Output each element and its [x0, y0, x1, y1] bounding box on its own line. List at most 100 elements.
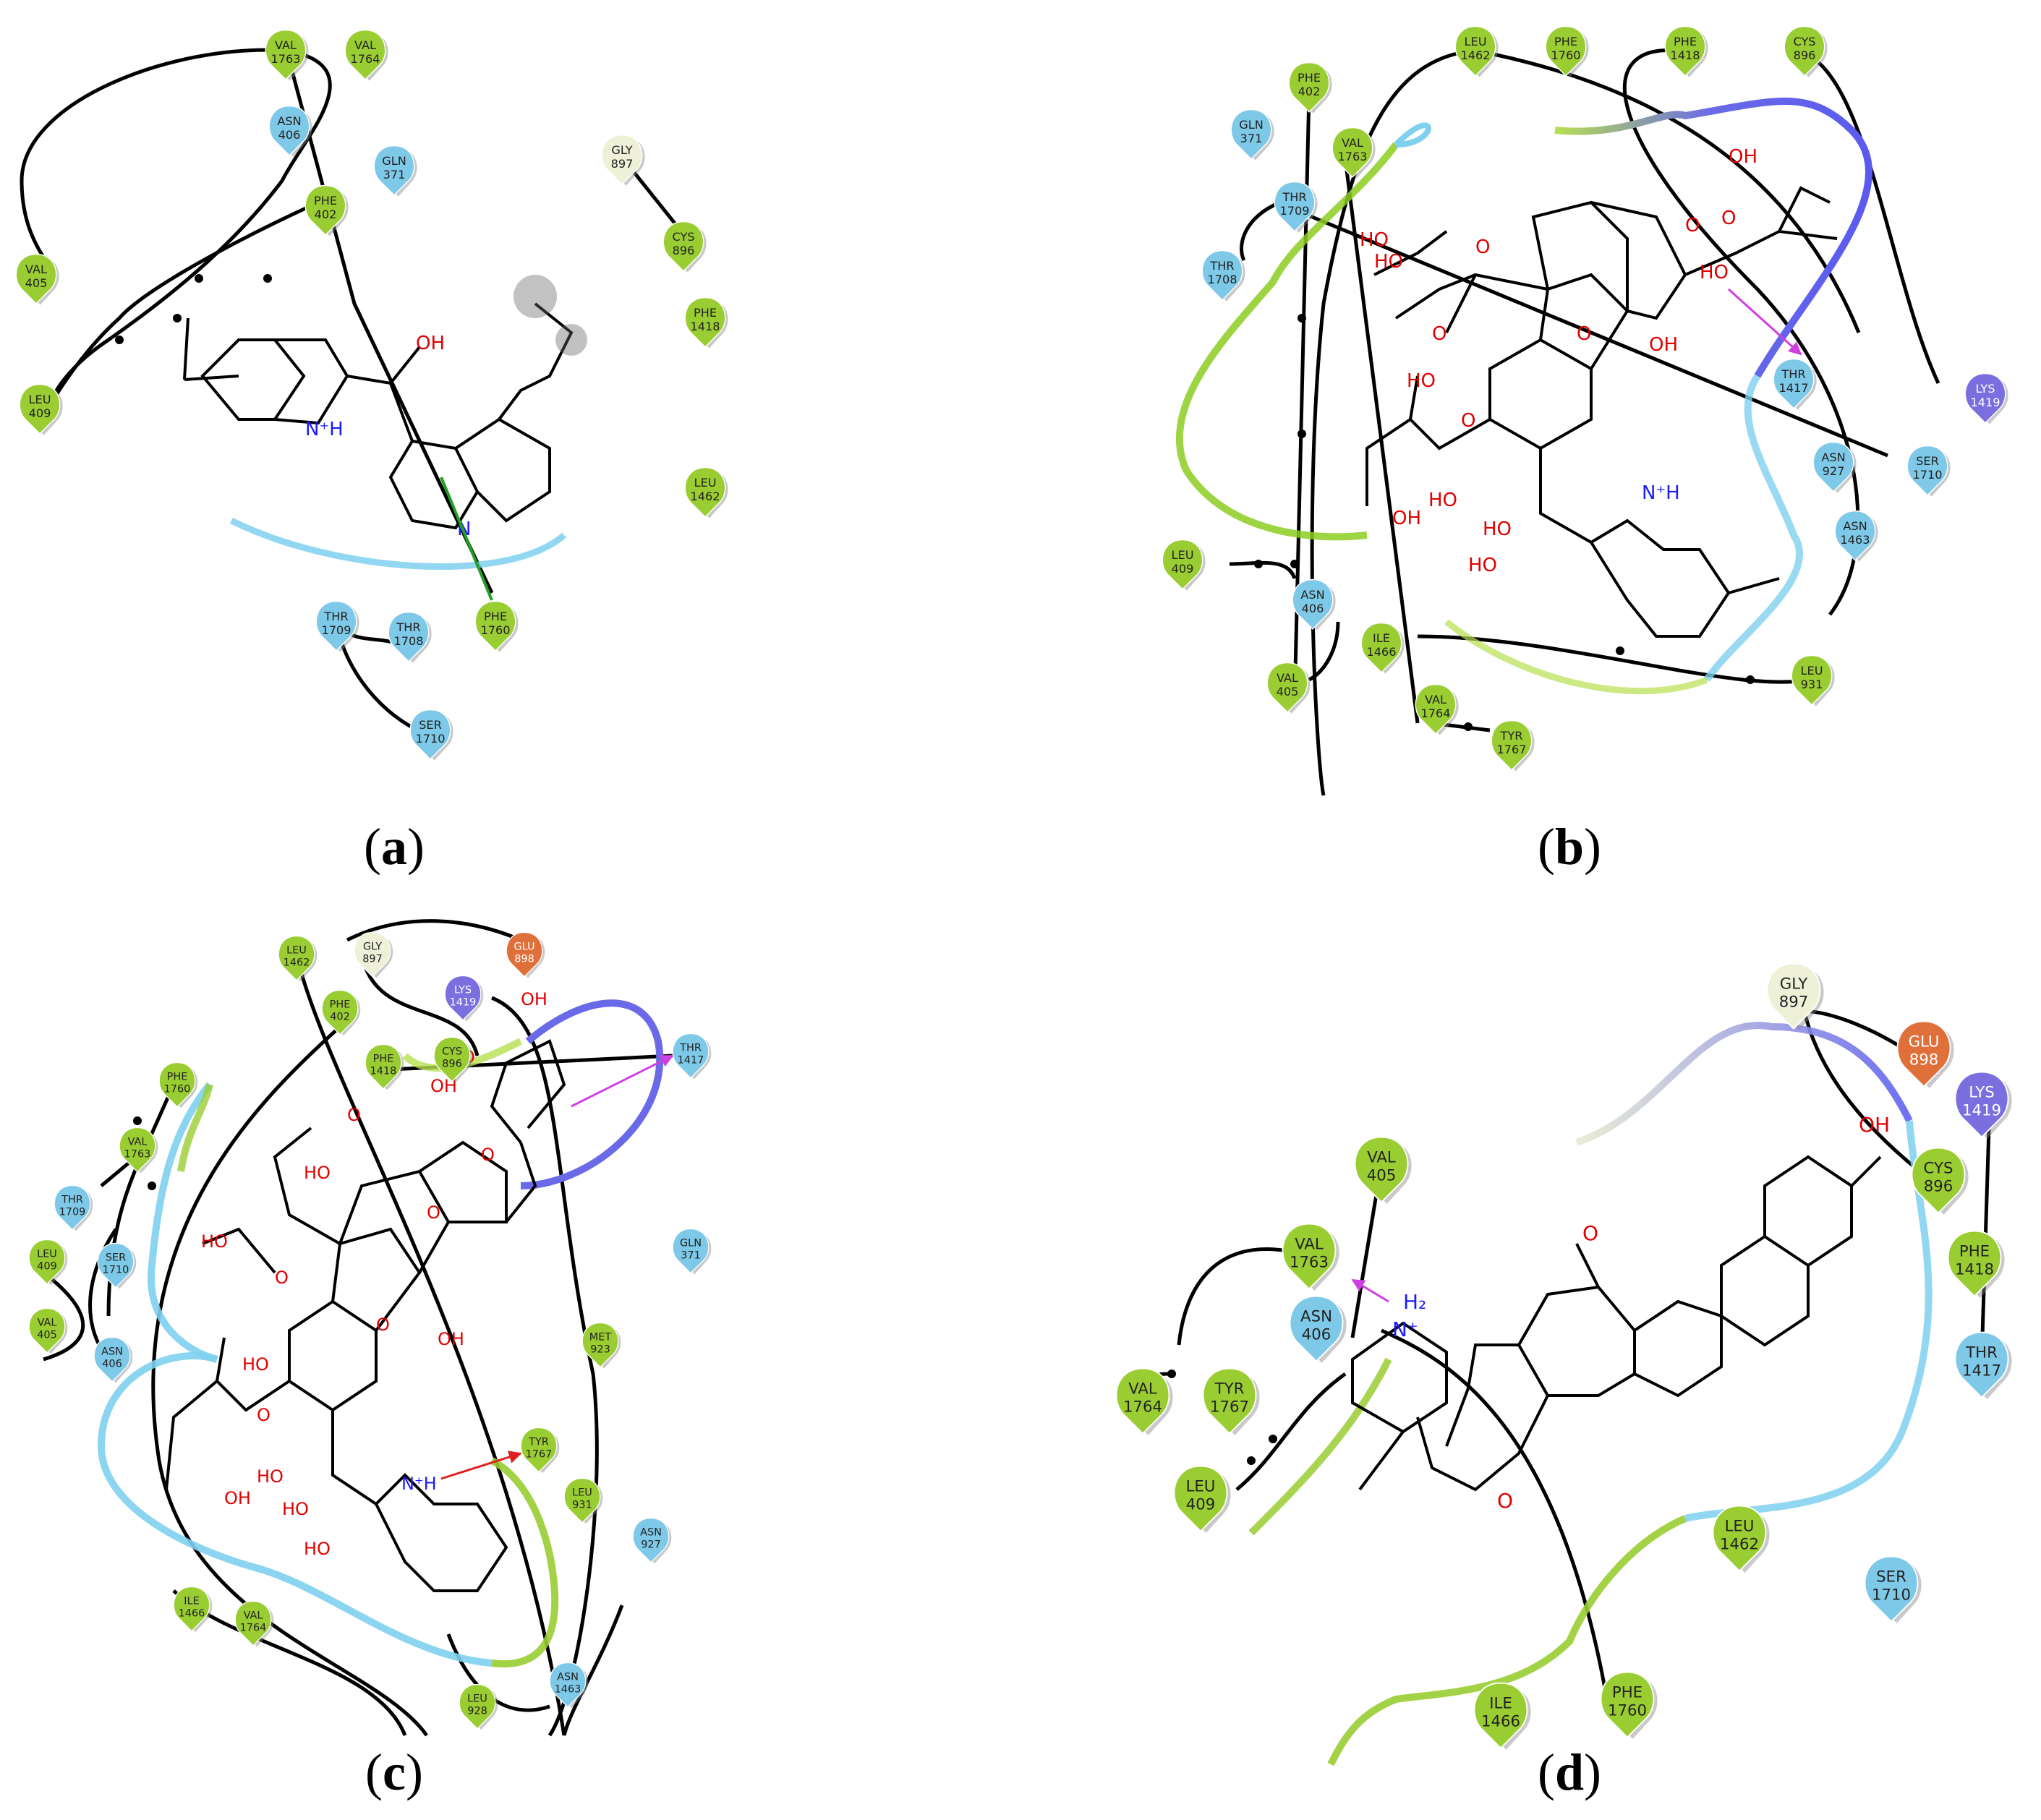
residue-name: PHE [330, 999, 351, 1010]
residue-marker [265, 29, 307, 80]
residue-number: 896 [442, 1058, 462, 1069]
residue-marker [1173, 1465, 1228, 1532]
svg-text:O: O [1497, 1489, 1513, 1513]
residue-marker [1292, 578, 1334, 630]
residue-name: ASN [640, 1526, 662, 1538]
residue-marker [1864, 1555, 1919, 1623]
residue-number: 1764 [1420, 706, 1450, 720]
residue-number: 898 [1909, 1051, 1939, 1069]
svg-text:HO: HO [257, 1466, 284, 1487]
residue-name: THR [396, 620, 420, 634]
residue-number: 1418 [1955, 1261, 1994, 1279]
residue-name: PHE [1674, 35, 1697, 48]
residue-name: VAL [1277, 671, 1298, 685]
residue-marker [365, 1043, 402, 1090]
svg-text:HO: HO [1407, 370, 1436, 392]
residue-marker [444, 975, 482, 1021]
residue-marker [54, 1184, 91, 1231]
residue-marker [1834, 510, 1876, 561]
residue-marker [1491, 719, 1533, 771]
residue-number: 409 [37, 1260, 57, 1272]
residue-name: PHE [484, 610, 507, 623]
svg-text:N⁺H: N⁺H [401, 1474, 437, 1494]
residue-number: 1463 [555, 1683, 581, 1695]
residue-name: ASN [1843, 519, 1867, 533]
residue-name: GLY [363, 941, 382, 952]
residue-marker [1202, 1367, 1257, 1435]
svg-text:O: O [1685, 215, 1700, 236]
svg-text:HO: HO [201, 1231, 228, 1252]
residue-marker [632, 1517, 670, 1563]
residue-number: 1763 [270, 52, 300, 66]
residue-number: 1462 [1720, 1536, 1759, 1554]
residue-number: 1708 [1207, 273, 1237, 286]
residue-marker [581, 1322, 619, 1368]
residue-marker [549, 1662, 587, 1708]
residue-name: VAL [25, 262, 47, 276]
residue-marker [1230, 108, 1272, 160]
svg-text:OH: OH [1859, 1113, 1890, 1137]
residue-name: THR [1781, 367, 1805, 381]
svg-text:O: O [1582, 1221, 1598, 1245]
svg-text:O: O [427, 1202, 440, 1223]
svg-text:N⁺: N⁺ [1392, 1317, 1418, 1341]
residue-marker [388, 611, 430, 662]
ligand-d [1351, 1155, 1882, 1492]
residue-marker [158, 1061, 196, 1108]
residue-number: 927 [1823, 464, 1845, 478]
residue-marker [1911, 1147, 1966, 1214]
residue-number: 1466 [179, 1607, 205, 1619]
residue-name: PHE [373, 1053, 394, 1064]
residue-number: 1462 [284, 957, 310, 968]
residue-name: VAL [1367, 1149, 1396, 1167]
residue-number: 1764 [1123, 1398, 1162, 1417]
residue-name: GLN [680, 1237, 702, 1249]
residue-number: 371 [1240, 132, 1263, 145]
residue-number: 898 [514, 953, 534, 965]
residue-marker [1784, 25, 1825, 77]
residue-name: LEU [1725, 1518, 1755, 1536]
residue-marker [93, 1336, 131, 1383]
svg-text:HO: HO [1700, 262, 1729, 283]
residue-marker [1791, 654, 1833, 706]
residue-name: CYS [672, 230, 694, 244]
residue-marker [1545, 25, 1587, 77]
residue-name: GLN [382, 154, 406, 168]
residue-marker [1454, 25, 1496, 77]
residue-name: ASN [101, 1346, 123, 1357]
residue-marker [1282, 1223, 1337, 1290]
residue-name: GLY [1780, 975, 1808, 994]
residue-marker [1664, 25, 1706, 77]
residue-name: LYS [1976, 382, 1995, 396]
svg-text:O: O [257, 1405, 270, 1425]
residue-marker [373, 145, 415, 196]
residue-marker [1288, 61, 1330, 113]
residue-number: 1760 [1551, 48, 1580, 62]
